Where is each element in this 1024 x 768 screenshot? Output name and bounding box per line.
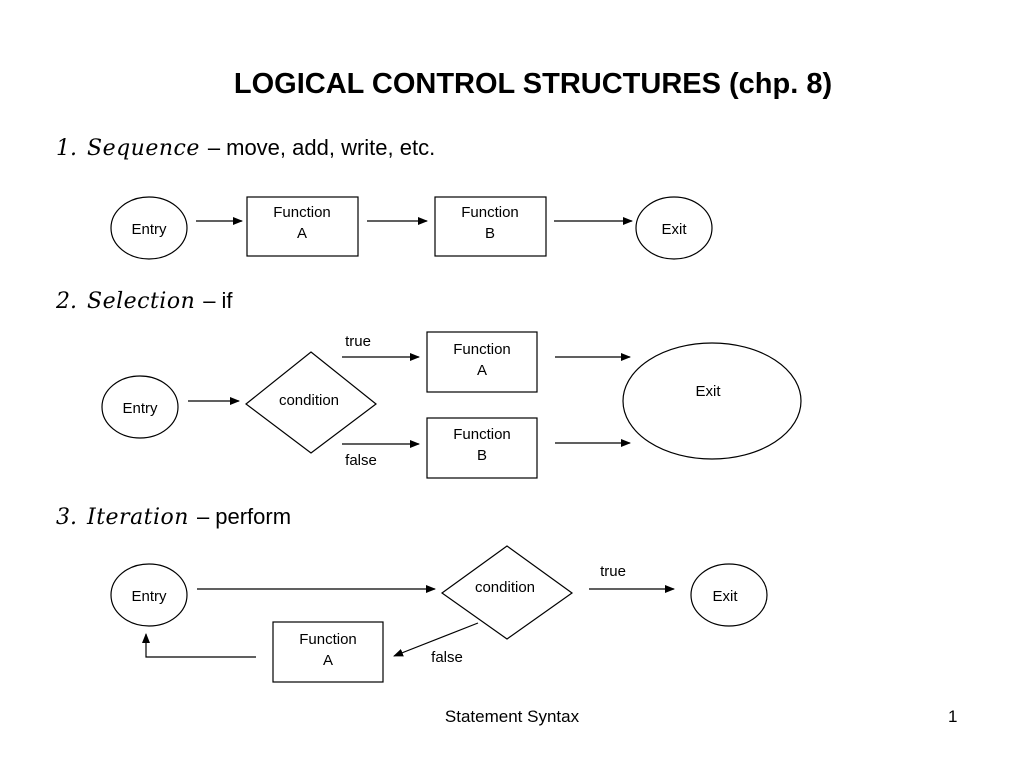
selection-function-a-box [426, 331, 538, 393]
section-term: Selection [87, 289, 196, 314]
sequence-function-a-box [246, 196, 359, 257]
iteration-arrow-false [393, 622, 479, 657]
selection-entry-node [101, 375, 179, 439]
section-number: 1. [56, 136, 77, 161]
selection-function-b-label: Function [453, 426, 511, 443]
sequence-exit-node [635, 196, 713, 260]
section-separator: – [203, 288, 216, 313]
sequence-entry-label: Entry [131, 221, 167, 238]
iteration-entry-label: Entry [131, 588, 167, 605]
iteration-condition-diamond [440, 545, 574, 640]
sequence-diagram: Entry Function A Function B Exit [110, 196, 713, 260]
sequence-function-a-sublabel: A [297, 225, 307, 242]
section-sequence-heading: 1. Sequence–move, add, write, etc. [56, 135, 435, 161]
iteration-condition-label: condition [475, 579, 535, 596]
sequence-function-a-label: Function [273, 204, 331, 221]
section-number: 2. [56, 289, 77, 314]
page-number: 1 [948, 707, 958, 726]
iteration-diagram: Entry condition true Exit false Function… [110, 545, 768, 683]
section-term: Iteration [87, 505, 189, 530]
selection-function-a-label: Function [453, 341, 511, 358]
section-separator: – [196, 504, 210, 529]
section-description: perform [215, 504, 292, 529]
section-description: if [221, 288, 233, 313]
selection-exit-label: Exit [695, 383, 721, 400]
iteration-function-a-sublabel: A [323, 652, 333, 669]
selection-condition-label: condition [279, 392, 339, 409]
sequence-function-b-box [434, 196, 547, 257]
section-selection-heading: 2. Selection–if [56, 288, 233, 314]
sequence-function-b-label: Function [461, 204, 519, 221]
section-separator: – [207, 135, 221, 160]
iteration-function-a-box [272, 621, 384, 683]
iteration-entry-node [110, 563, 188, 627]
selection-true-label: true [345, 333, 371, 350]
slide-title: LOGICAL CONTROL STRUCTURES (chp. 8) [233, 68, 833, 100]
section-iteration-heading: 3. Iteration–perform [56, 504, 291, 530]
iteration-function-a-label: Function [299, 631, 357, 648]
selection-false-label: false [345, 452, 377, 469]
iteration-false-label: false [431, 649, 463, 666]
selection-function-a-sublabel: A [477, 362, 487, 379]
sequence-exit-label: Exit [661, 221, 687, 238]
selection-condition-diamond [245, 351, 377, 454]
selection-diagram: Entry condition true false Function A Fu… [101, 331, 802, 479]
iteration-exit-node [690, 563, 768, 627]
iteration-exit-label: Exit [712, 588, 738, 605]
section-number: 3. [56, 505, 77, 530]
sequence-entry-node [110, 196, 188, 260]
iteration-arrow-loop-back [142, 633, 256, 658]
selection-function-b-sublabel: B [477, 447, 487, 464]
selection-entry-label: Entry [122, 400, 158, 417]
iteration-true-label: true [600, 563, 626, 580]
section-description: move, add, write, etc. [226, 135, 436, 160]
selection-exit-node [622, 342, 802, 460]
sequence-function-b-sublabel: B [485, 225, 495, 242]
section-term: Sequence [87, 136, 200, 161]
selection-function-b-box [426, 417, 538, 479]
footer-title: Statement Syntax [444, 707, 580, 726]
